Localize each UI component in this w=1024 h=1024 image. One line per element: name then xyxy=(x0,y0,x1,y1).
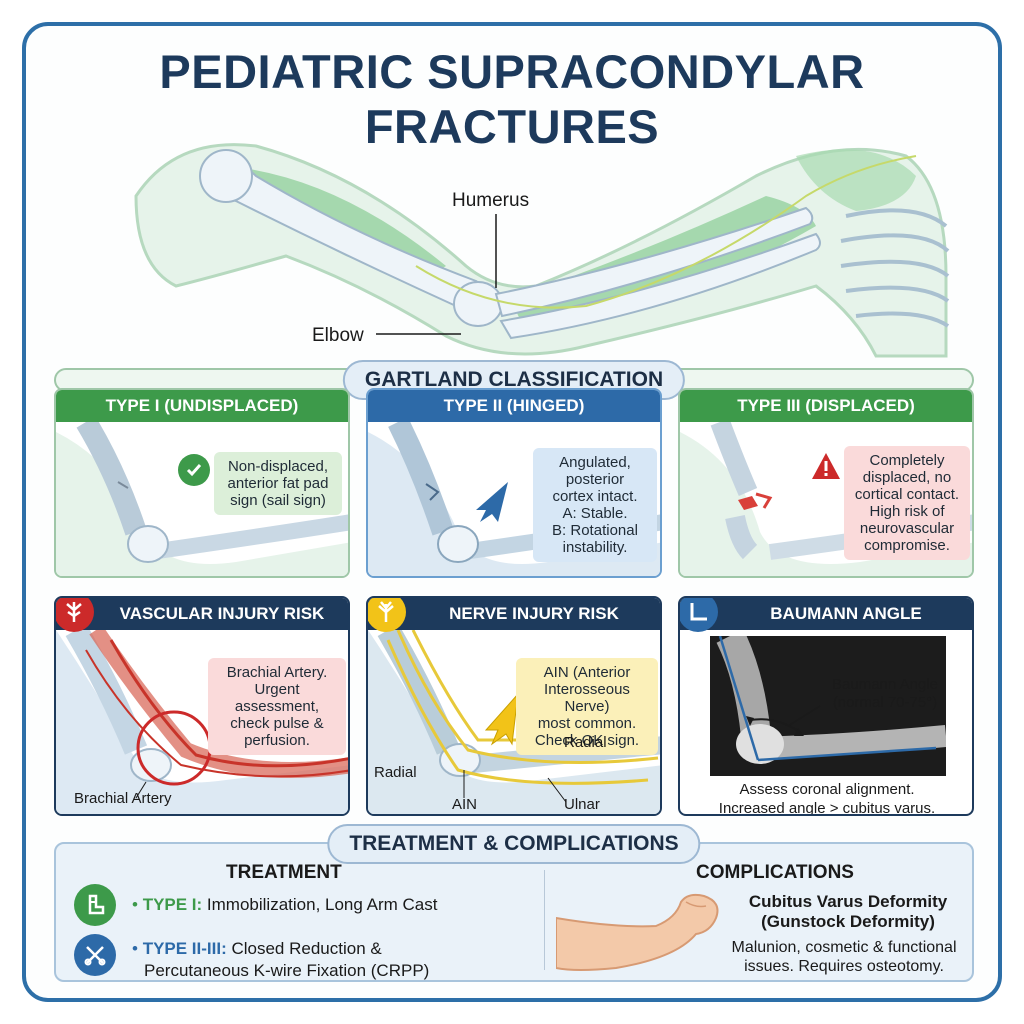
vascular-note: Brachial Artery. Urgent assessment, chec… xyxy=(208,658,346,755)
treatment-heading: TREATMENT & COMPLICATIONS xyxy=(327,824,701,864)
type2-title: TYPE II (HINGED) xyxy=(368,390,660,422)
baumann-panel: BAUMANN ANGLE Baumann Angle (normal 70-7… xyxy=(678,596,974,816)
nerve-path xyxy=(415,155,917,309)
xray-image xyxy=(710,636,946,776)
shoulder-muscle xyxy=(796,149,916,211)
ain-label: AIN xyxy=(452,796,478,813)
angle-icon xyxy=(680,598,718,632)
complication-name: Cubitus Varus Deformity (Gunstock Deform… xyxy=(748,892,948,931)
complication-desc: Malunion, cosmetic & functional issues. … xyxy=(731,939,957,975)
infographic-frame: PEDIATRIC SUPRACONDYLAR FRACTURES Humeru… xyxy=(22,22,1002,1002)
arrow-icon xyxy=(484,692,519,746)
type1-note: Non-displaced, anterior fat pad sign (sa… xyxy=(214,452,342,515)
vascular-art xyxy=(56,630,348,814)
vascular-panel: VASCULAR INJURY RISK Brachial Artery. Ur… xyxy=(54,596,350,816)
type3-panel: TYPE III (DISPLACED) Completely displace… xyxy=(678,388,974,578)
radial-left-label: Radial xyxy=(374,764,417,781)
cubitus-varus-arm-art xyxy=(556,893,719,971)
type2-note: Angulated, posterior cortex intact. A: S… xyxy=(533,448,657,562)
arrow-icon xyxy=(476,482,508,522)
baumann-caption: Assess coronal alignment. Increased angl… xyxy=(718,781,936,816)
treatment-type1-row: • TYPE I: Immobilization, Long Arm Cast xyxy=(132,895,438,914)
cast-icon xyxy=(74,884,116,926)
type1-panel: TYPE I (UNDISPLACED) Non-displaced, ante… xyxy=(54,388,350,578)
nerve-note: AIN (Anterior Interosseous Nerve) most c… xyxy=(516,658,658,755)
treatment-type23-row: • TYPE II-III: Closed Reduction & Percut… xyxy=(132,939,430,980)
radial-top-label: Radial xyxy=(564,734,607,751)
vascular-title: VASCULAR INJURY RISK xyxy=(56,598,348,630)
section-divider xyxy=(544,870,545,970)
nerve-title: NERVE INJURY RISK xyxy=(368,598,660,630)
treatment-section: TREATMENT & COMPLICATIONS TREATMENT • TY… xyxy=(54,824,974,982)
baumann-angle-label: Baumann Angle (normal 70-75°) xyxy=(832,676,938,711)
warning-icon xyxy=(810,450,842,482)
shoulder-joint xyxy=(199,149,253,203)
elbow-label: Elbow xyxy=(312,325,364,346)
radius-bone xyxy=(494,206,814,318)
humerus-label: Humerus xyxy=(452,190,529,211)
type3-title: TYPE III (DISPLACED) xyxy=(680,390,972,422)
page-title: PEDIATRIC SUPRACONDYLAR FRACTURES xyxy=(159,45,865,153)
arm-anatomy-illustration: Humerus Elbow xyxy=(134,143,950,358)
nerve-icon xyxy=(368,598,406,632)
ulnar-label: Ulnar xyxy=(564,796,600,813)
complications-title: COMPLICATIONS xyxy=(696,862,854,883)
type3-note: Completely displaced, no cortical contac… xyxy=(844,446,970,560)
type1-title: TYPE I (UNDISPLACED) xyxy=(56,390,348,422)
type2-panel: TYPE II (HINGED) Angulated, posterior co… xyxy=(366,388,662,578)
rib-cage xyxy=(840,208,950,328)
tools-icon xyxy=(74,934,116,976)
type1-elbow-art xyxy=(56,422,348,576)
brachial-artery-label: Brachial Artery xyxy=(74,790,172,807)
artery-icon xyxy=(56,598,94,632)
baumann-title: BAUMANN ANGLE xyxy=(680,598,972,630)
treatment-title: TREATMENT xyxy=(226,862,342,883)
nerve-panel: NERVE INJURY RISK AIN (Anterior Inteross… xyxy=(366,596,662,816)
check-icon xyxy=(178,454,210,486)
